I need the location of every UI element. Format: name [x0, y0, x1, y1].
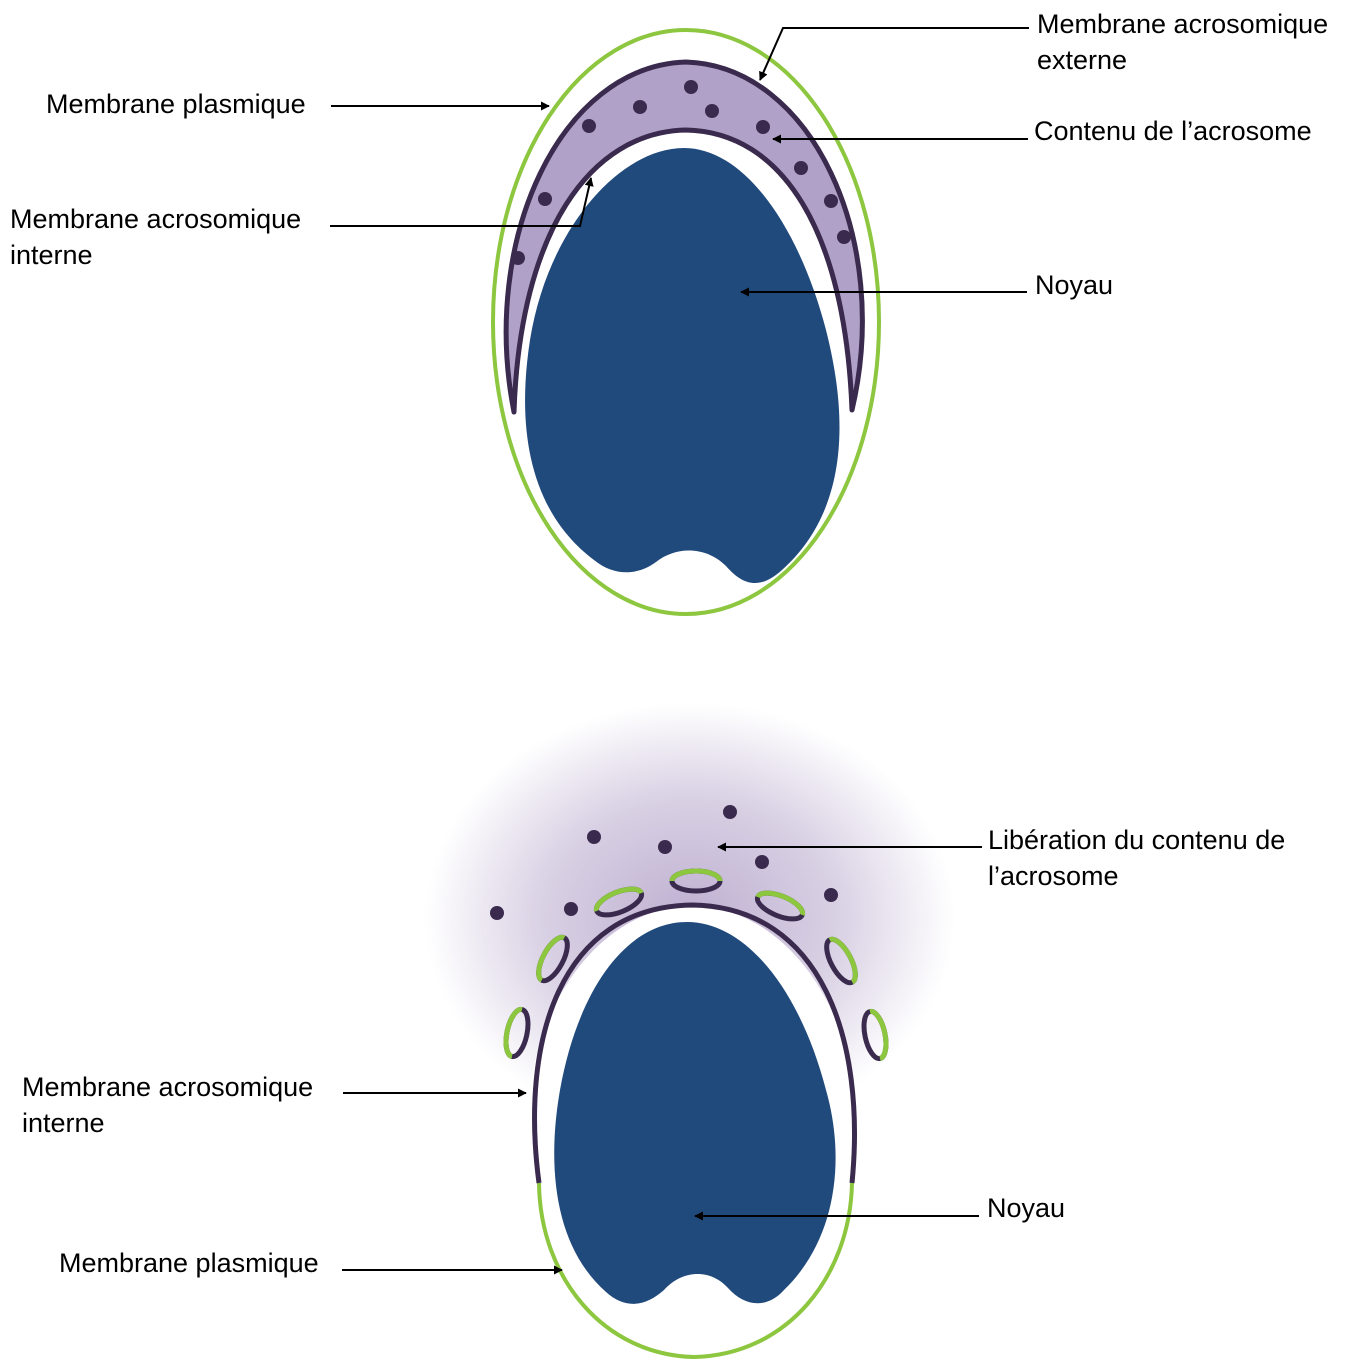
label-line: Membrane plasmique — [59, 1245, 319, 1281]
granule — [824, 194, 838, 208]
granule — [755, 855, 769, 869]
label-line: l’acrosome — [988, 858, 1285, 894]
granule — [705, 104, 719, 118]
label-line: interne — [22, 1105, 313, 1141]
label-inner-acrosomal-membrane-bottom: Membrane acrosomique interne — [22, 1069, 313, 1141]
label-nucleus-bottom: Noyau — [987, 1190, 1065, 1226]
label-line: Membrane acrosomique — [10, 201, 301, 237]
granule — [564, 902, 578, 916]
granule — [538, 192, 552, 206]
arrow-outer-membrane — [760, 28, 1029, 80]
label-line: Membrane acrosomique — [22, 1069, 313, 1105]
label-line: Libération du contenu de — [988, 822, 1285, 858]
label-plasma-membrane-top: Membrane plasmique — [46, 86, 306, 122]
granule — [490, 906, 504, 920]
label-line: Noyau — [987, 1190, 1065, 1226]
label-line: Noyau — [1035, 267, 1113, 303]
label-line: Membrane plasmique — [46, 86, 306, 122]
label-line: Contenu de l’acrosome — [1034, 113, 1312, 149]
label-nucleus-top: Noyau — [1035, 267, 1113, 303]
granule — [587, 830, 601, 844]
granule — [582, 119, 596, 133]
granule — [756, 120, 770, 134]
granule — [658, 840, 672, 854]
granule — [723, 805, 737, 819]
label-acrosome-content: Contenu de l’acrosome — [1034, 113, 1312, 149]
granule — [794, 161, 808, 175]
label-inner-acrosomal-membrane-top: Membrane acrosomique interne — [10, 201, 301, 273]
label-line: externe — [1037, 42, 1328, 78]
label-line: Membrane acrosomique — [1037, 6, 1328, 42]
intact-sperm-head — [493, 30, 879, 614]
label-line: interne — [10, 237, 301, 273]
granule — [837, 230, 851, 244]
label-outer-acrosomal-membrane: Membrane acrosomique externe — [1037, 6, 1328, 78]
reacted-sperm-head — [425, 703, 955, 1357]
granule — [633, 100, 647, 114]
label-acrosome-release: Libération du contenu de l’acrosome — [988, 822, 1285, 894]
label-plasma-membrane-bottom: Membrane plasmique — [59, 1245, 319, 1281]
granule — [684, 80, 698, 94]
granule — [824, 888, 838, 902]
granule — [511, 251, 525, 265]
